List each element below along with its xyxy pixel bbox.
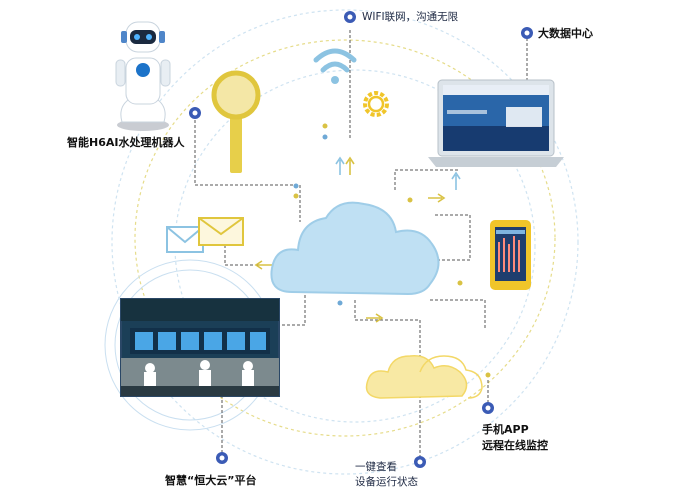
label-app-line1: 手机APP bbox=[482, 423, 529, 436]
robot-icon bbox=[115, 21, 171, 131]
pin-app bbox=[482, 402, 494, 414]
pin-check bbox=[414, 456, 426, 468]
magnifier-icon bbox=[211, 70, 261, 173]
cloud-icon bbox=[270, 201, 440, 296]
flow-arrows bbox=[254, 156, 461, 323]
gear-icon bbox=[363, 91, 389, 117]
label-bigdata: 大数据中心 bbox=[538, 27, 593, 40]
cloud-yellow-icon bbox=[365, 355, 483, 399]
phone-icon bbox=[490, 220, 531, 290]
label-check-line2: 设备运行状态 bbox=[355, 476, 418, 488]
envelope-icon bbox=[166, 217, 244, 253]
pin-wifi bbox=[344, 11, 356, 23]
small-dots bbox=[293, 123, 491, 378]
pin-robot bbox=[189, 107, 201, 119]
label-check-line1: 一键查看 bbox=[355, 461, 397, 473]
label-robot: 智能H6AI水处理机器人 bbox=[67, 136, 185, 149]
pin-platform bbox=[216, 452, 228, 464]
laptop-icon bbox=[428, 79, 564, 167]
screen-photo bbox=[120, 298, 280, 397]
label-wifi: WIFI联网，沟通无限 bbox=[362, 11, 459, 23]
label-platform: 智慧“恒大云”平台 bbox=[165, 474, 257, 487]
label-app-line2: 远程在线监控 bbox=[482, 439, 548, 452]
wifi-icon bbox=[313, 48, 357, 84]
pin-markers bbox=[189, 11, 533, 468]
pin-bigdata bbox=[521, 27, 533, 39]
